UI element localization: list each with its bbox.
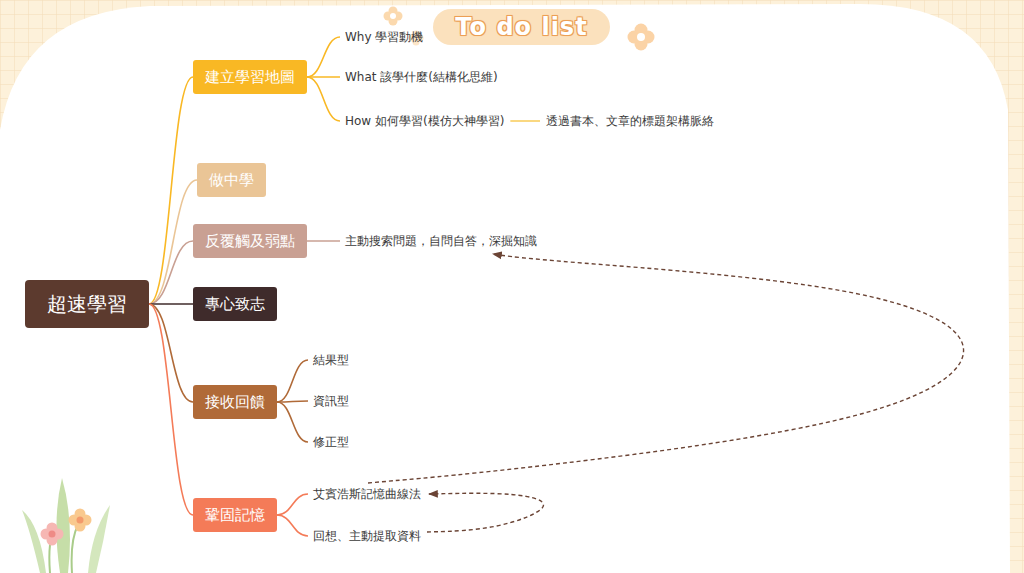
- branch-line: [277, 402, 308, 442]
- topic-label: 建立學習地圖: [205, 60, 295, 94]
- leaf-topic: 資訊型: [311, 392, 351, 410]
- dashed-arrow: [368, 254, 964, 483]
- branch-line: [307, 240, 340, 242]
- branch-line: [277, 494, 308, 515]
- title-text: To do list: [455, 13, 587, 41]
- branch-topic: 建立學習地圖: [193, 60, 307, 94]
- branch-topic: 鞏固記憶: [193, 498, 277, 532]
- branch-line: [277, 360, 308, 402]
- branch-topic: 做中學: [197, 163, 266, 197]
- topic-label: 結果型: [313, 351, 349, 369]
- topic-label: 鞏固記憶: [205, 498, 265, 532]
- branch-line: [149, 180, 197, 304]
- leaf-topic: Why 學習動機: [343, 28, 425, 46]
- flower-decor: [384, 7, 655, 51]
- dashed-arrow: [427, 493, 543, 532]
- branch-line: [277, 401, 308, 402]
- branch-line: [307, 76, 340, 78]
- root-topic: 超速學習: [25, 280, 149, 328]
- leaf-topic: 回想、主動提取資料: [311, 527, 423, 545]
- topic-label: What 該學什麼(結構化思維): [345, 68, 498, 86]
- branch-line: [149, 304, 193, 515]
- title-pill: To do list: [433, 9, 610, 45]
- topic-label: 反覆觸及弱點: [205, 224, 295, 258]
- topic-label: 超速學習: [47, 280, 127, 328]
- branch-line: [149, 303, 193, 305]
- leaf-topic: 透過書本、文章的標題架構脈絡: [544, 112, 716, 130]
- leaf-topic: What 該學什麼(結構化思維): [343, 68, 500, 86]
- leaf-topic: How 如何學習(模仿大神學習): [343, 112, 506, 130]
- topic-label: 資訊型: [313, 392, 349, 410]
- topic-label: 專心致志: [205, 287, 265, 321]
- branch-line: [307, 37, 340, 77]
- branch-topic: 反覆觸及弱點: [193, 224, 307, 258]
- branch-topic: 接收回饋: [193, 385, 277, 419]
- topic-label: 接收回饋: [205, 385, 265, 419]
- topic-label: 修正型: [313, 433, 349, 451]
- leaf-topic: 主動搜索問題，自問自答，深掘知識: [343, 232, 539, 250]
- branch-topic: 專心致志: [193, 287, 277, 321]
- topic-label: 艾賓浩斯記憶曲線法: [313, 485, 421, 503]
- topic-label: 主動搜索問題，自問自答，深掘知識: [345, 232, 537, 250]
- topic-label: 透過書本、文章的標題架構脈絡: [546, 112, 714, 130]
- branch-line: [277, 515, 308, 536]
- branch-line: [307, 77, 340, 121]
- white-panel: [0, 4, 1010, 573]
- topic-label: How 如何學習(模仿大神學習): [345, 112, 504, 130]
- topic-label: 回想、主動提取資料: [313, 527, 421, 545]
- branch-line: [149, 304, 193, 402]
- branch-line: [510, 120, 540, 122]
- topic-label: Why 學習動機: [345, 28, 423, 46]
- leaf-topic: 結果型: [311, 351, 351, 369]
- leaf-topic: 艾賓浩斯記憶曲線法: [311, 485, 423, 503]
- branch-line: [149, 241, 193, 304]
- leaf-topic: 修正型: [311, 433, 351, 451]
- topic-label: 做中學: [209, 163, 254, 197]
- plant-decor: [22, 478, 110, 573]
